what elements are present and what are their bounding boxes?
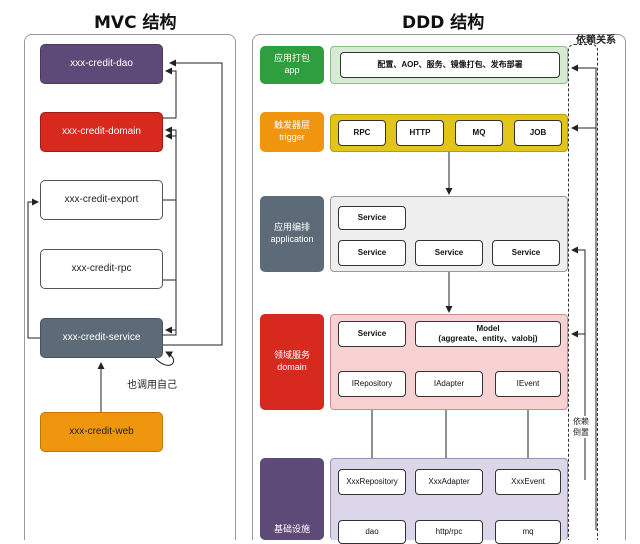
mvc-node-service: xxx-credit-service [40,318,163,358]
model-subtitle: (aggreate、entity、valobj) [438,334,538,343]
app-service-3: Service [492,240,560,266]
dependency-column [568,44,598,540]
domain-iadapter: IAdapter [415,371,483,397]
ddd-title: DDD 结构 [402,13,485,33]
inversion-line-1: 依赖 [573,417,589,426]
layer-name: 触发器层 [273,120,310,131]
mvc-node-dao: xxx-credit-dao [40,44,163,84]
layer-name: 基础设施 [273,524,310,535]
infra-mq: mq [495,520,561,544]
layer-en: application [270,234,314,244]
trigger-mq: MQ [455,120,503,146]
self-call-note: 也调用自己 [127,380,177,391]
model-title: Model [476,324,500,334]
layer-label-trigger: 触发器层 trigger [260,112,324,152]
app-box: 配置、AOP、服务、镜像打包、发布部署 [340,52,560,78]
inversion-line-2: 倒置 [573,428,589,438]
mvc-node-web: xxx-credit-web [40,412,163,452]
layer-en: domain [277,362,307,372]
domain-service: Service [338,321,406,347]
app-service-2: Service [415,240,483,266]
layer-label-infrastructure: 基础设施 [260,458,324,540]
domain-irepository: IRepository [338,371,406,397]
trigger-http: HTTP [396,120,444,146]
layer-label-application: 应用编排 application [260,196,324,272]
mvc-node-domain: xxx-credit-domain [40,112,163,152]
layer-name: 领域服务 [273,350,310,361]
infra-http-rpc: http/rpc [415,520,483,544]
infra-xxxevent: XxxEvent [495,469,561,495]
layer-name: 应用打包 [273,53,310,64]
mvc-node-export: xxx-credit-export [40,180,163,220]
domain-ievent: IEvent [495,371,561,397]
dependency-label: 依赖关系 [576,35,616,46]
infra-xxxadapter: XxxAdapter [415,469,483,495]
app-service-main: Service [338,206,406,230]
layer-en: app [284,65,300,75]
app-service-1: Service [338,240,406,266]
infra-dao: dao [338,520,406,544]
layer-en: trigger [279,132,305,142]
inversion-label: 依赖 倒置 [573,416,589,439]
layer-name: 应用编排 [273,222,310,233]
domain-model: Model (aggreate、entity、valobj) [415,321,561,347]
infra-xxxrepository: XxxRepository [338,469,406,495]
layer-label-app: 应用打包 app [260,46,324,84]
mvc-node-rpc: xxx-credit-rpc [40,249,163,289]
trigger-job: JOB [514,120,562,146]
layer-label-domain: 领域服务 domain [260,314,324,410]
trigger-rpc: RPC [338,120,386,146]
mvc-title: MVC 结构 [94,13,177,33]
